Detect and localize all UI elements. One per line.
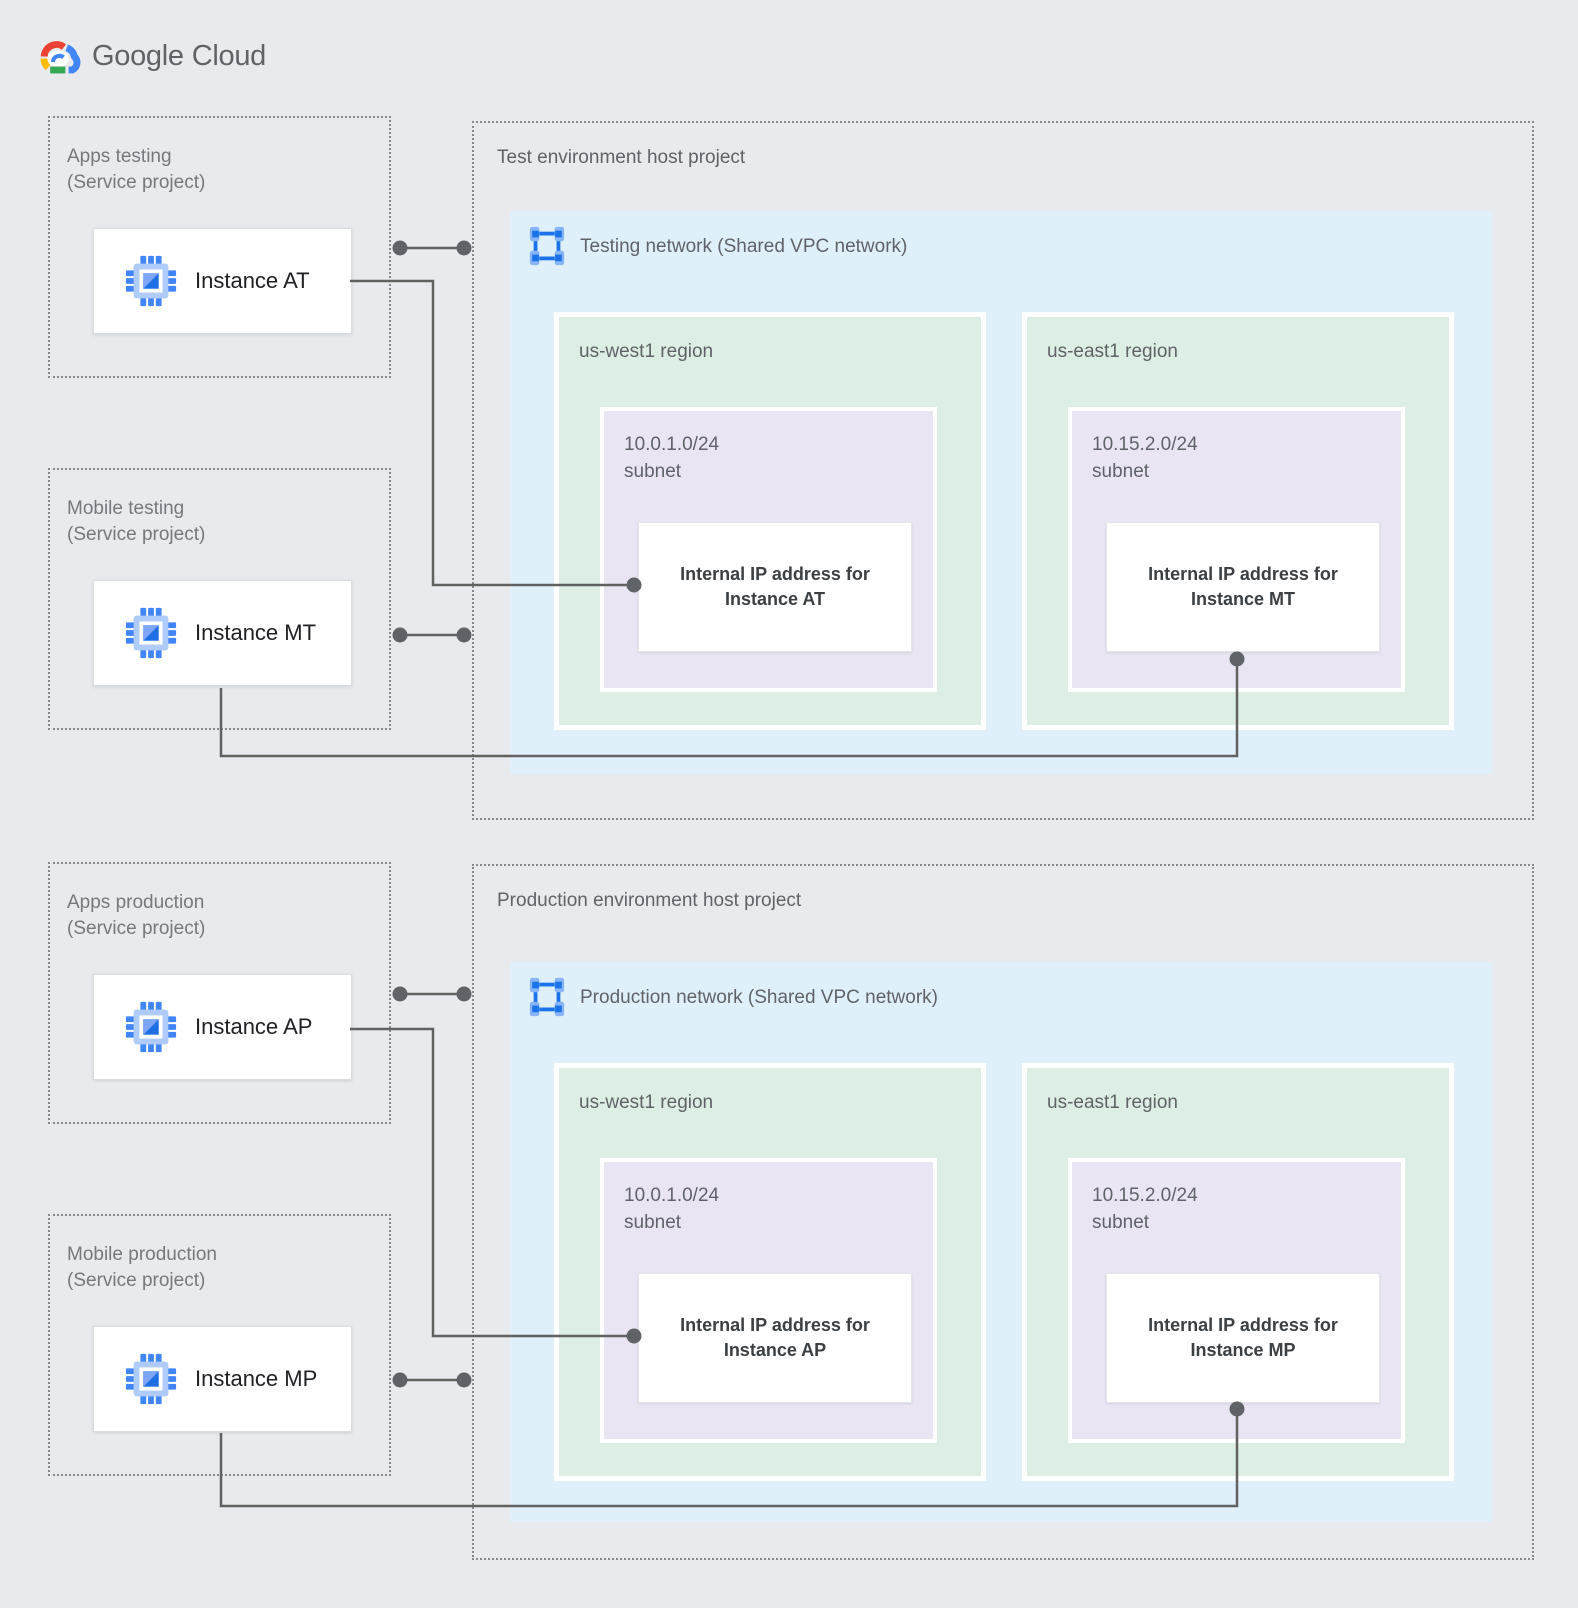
ip-box-line1: Internal IP address for — [680, 1315, 870, 1335]
service-project-mobile-testing: Mobile testing (Service project) Instanc… — [48, 468, 391, 730]
ip-box-line2: Instance MP — [1190, 1340, 1296, 1360]
testing-network: Testing network (Shared VPC network) us-… — [510, 211, 1492, 774]
instance-card-at: Instance AT — [93, 228, 352, 334]
google-cloud-logo: Google Cloud — [35, 36, 266, 76]
host-project-test: Test environment host project Testing ne… — [472, 121, 1534, 820]
subnet-word: subnet — [1092, 1212, 1150, 1233]
subnet-cidr: 10.15.2.0/24 — [1092, 434, 1198, 455]
service-project-subtitle: (Service project) — [67, 172, 206, 193]
instance-card-mp: Instance MP — [93, 1326, 352, 1432]
subnet-cidr: 10.0.1.0/24 — [624, 434, 720, 455]
region-us-east1-production: us-east1 region 10.15.2.0/24 subnet Inte… — [1022, 1063, 1454, 1481]
subnet-word: subnet — [624, 461, 682, 482]
logo-product-text: Cloud — [191, 39, 267, 72]
logo-brand-text: Google — [92, 39, 184, 72]
connector-dot — [456, 986, 472, 1002]
region-label: us-west1 region — [579, 1092, 714, 1113]
connector-dot — [392, 240, 408, 256]
google-cloud-logo-icon — [40, 41, 81, 74]
vpc-network-icon — [526, 977, 568, 1017]
region-label: us-east1 region — [1047, 341, 1178, 362]
region-us-west1-production: us-west1 region 10.0.1.0/24 subnet Inter… — [554, 1063, 986, 1481]
region-label: us-east1 region — [1047, 1092, 1178, 1113]
connector-dot — [456, 240, 472, 256]
internal-ip-box-instance-ap: Internal IP address for Instance AP — [638, 1273, 912, 1403]
subnet-us-east1-production: 10.15.2.0/24 subnet Internal IP address … — [1068, 1158, 1405, 1443]
internal-ip-box-instance-mp: Internal IP address for Instance MP — [1106, 1273, 1380, 1403]
instance-name: Instance MT — [195, 620, 317, 645]
region-us-west1-test: us-west1 region 10.0.1.0/24 subnet Inter… — [554, 312, 986, 730]
network-label: Testing network (Shared VPC network) — [580, 236, 908, 257]
subnet-word: subnet — [624, 1212, 682, 1233]
subnet-cidr: 10.15.2.0/24 — [1092, 1185, 1198, 1206]
ip-box-line1: Internal IP address for — [1148, 564, 1338, 584]
service-project-label: Apps production (Service project) — [67, 890, 205, 942]
subnet-cidr: 10.0.1.0/24 — [624, 1185, 720, 1206]
compute-engine-icon — [124, 606, 178, 660]
subnet-us-east1-test: 10.15.2.0/24 subnet Internal IP address … — [1068, 407, 1405, 692]
subnet-us-west1-production: 10.0.1.0/24 subnet Internal IP address f… — [600, 1158, 937, 1443]
connector-dot — [392, 1372, 408, 1388]
service-project-subtitle: (Service project) — [67, 1270, 206, 1291]
service-project-apps-production: Apps production (Service project) Instan… — [48, 862, 391, 1124]
compute-engine-icon — [124, 1000, 178, 1054]
internal-ip-box-instance-at: Internal IP address for Instance AT — [638, 522, 912, 652]
host-project-title: Production environment host project — [497, 890, 802, 911]
subnet-label: 10.15.2.0/24 subnet — [1092, 1182, 1198, 1236]
instance-card-ap: Instance AP — [93, 974, 352, 1080]
subnet-label: 10.0.1.0/24 subnet — [624, 431, 719, 485]
service-project-subtitle: (Service project) — [67, 918, 206, 939]
instance-name: Instance AT — [195, 268, 310, 293]
ip-box-line2: Instance MT — [1190, 589, 1296, 609]
service-project-label: Apps testing (Service project) — [67, 144, 205, 196]
compute-engine-icon — [124, 254, 178, 308]
ip-box-line2: Instance AT — [724, 589, 826, 609]
connector-dot — [456, 1372, 472, 1388]
connector-dot — [392, 986, 408, 1002]
subnet-label: 10.15.2.0/24 subnet — [1092, 431, 1198, 485]
logo-wordmark: Google Cloud — [92, 40, 266, 73]
service-project-title: Mobile production — [67, 1244, 217, 1265]
ip-box-line1: Internal IP address for — [680, 564, 870, 584]
instance-card-mt: Instance MT — [93, 580, 352, 686]
region-us-east1-test: us-east1 region 10.15.2.0/24 subnet Inte… — [1022, 312, 1454, 730]
instance-name: Instance AP — [195, 1014, 313, 1039]
instance-name: Instance MP — [195, 1366, 318, 1391]
subnet-word: subnet — [1092, 461, 1150, 482]
service-project-label: Mobile testing (Service project) — [67, 496, 205, 548]
region-label: us-west1 region — [579, 341, 714, 362]
service-project-mobile-production: Mobile production (Service project) Inst… — [48, 1214, 391, 1476]
production-network: Production network (Shared VPC network) … — [510, 962, 1492, 1522]
internal-ip-box-instance-mt: Internal IP address for Instance MT — [1106, 522, 1380, 652]
host-project-production: Production environment host project Prod… — [472, 864, 1534, 1560]
service-project-apps-testing: Apps testing (Service project) Instance … — [48, 116, 391, 378]
subnet-us-west1-test: 10.0.1.0/24 subnet Internal IP address f… — [600, 407, 937, 692]
service-project-title: Apps testing — [67, 146, 172, 167]
ip-box-line2: Instance AP — [723, 1340, 827, 1360]
ip-box-line1: Internal IP address for — [1148, 1315, 1338, 1335]
compute-engine-icon — [124, 1352, 178, 1406]
network-label: Production network (Shared VPC network) — [580, 987, 938, 1008]
vpc-network-icon — [526, 226, 568, 266]
host-project-title: Test environment host project — [497, 147, 746, 168]
connector-dot — [392, 627, 408, 643]
service-project-label: Mobile production (Service project) — [67, 1242, 217, 1294]
service-project-title: Mobile testing — [67, 498, 185, 519]
connector-dot — [456, 627, 472, 643]
subnet-label: 10.0.1.0/24 subnet — [624, 1182, 719, 1236]
service-project-subtitle: (Service project) — [67, 524, 206, 545]
service-project-title: Apps production — [67, 892, 205, 913]
